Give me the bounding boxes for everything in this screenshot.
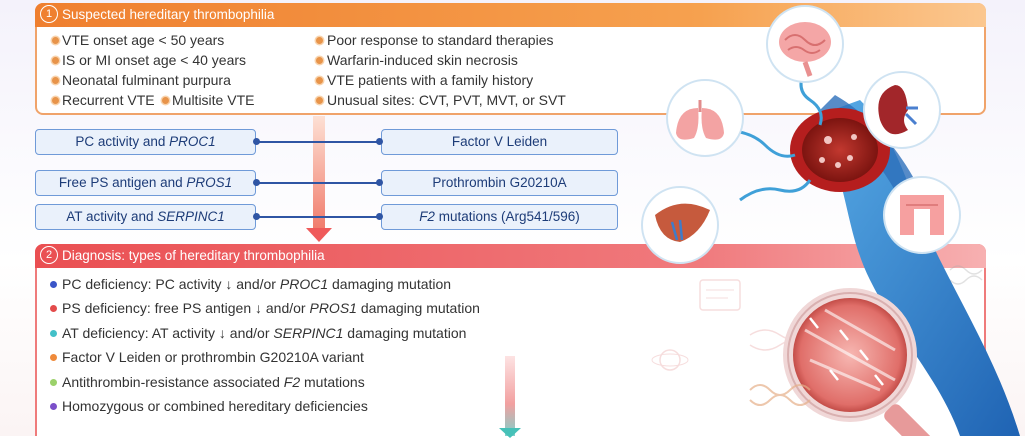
list-item: Recurrent VTE [62, 92, 155, 108]
organ-illustration [641, 5, 1020, 436]
test-pill-fvl: Factor V Leiden [381, 129, 618, 155]
magnifier-icon [783, 288, 936, 436]
list-item: VTE onset age < 50 years [62, 32, 225, 48]
kidney-icon [863, 71, 941, 149]
list-item: Neonatal fulminant purpura [62, 72, 231, 88]
connector-node [376, 138, 383, 145]
brain-icon [766, 5, 844, 83]
test-pill-f2: F2 mutations (Arg541/596) [381, 204, 618, 230]
connector-node [253, 138, 260, 145]
connector-node [376, 213, 383, 220]
pill-gene: PROS1 [186, 175, 233, 190]
connector-line [256, 182, 381, 184]
pill-text: AT activity and [66, 209, 158, 224]
list-item: Poor response to standard therapies [327, 32, 554, 48]
pill-text: mutations (Arg541/596) [434, 209, 580, 224]
bullet-dot [52, 97, 59, 104]
pill-text: Prothrombin G20210A [432, 175, 567, 190]
bullet-dot [50, 281, 57, 288]
test-pill-prothrombin: Prothrombin G20210A [381, 170, 618, 196]
list-item: IS or MI onset age < 40 years [62, 52, 247, 68]
diagnosis-item: Homozygous or combined hereditary defici… [62, 398, 368, 414]
pill-text: PC activity and [75, 134, 170, 149]
pill-gene: PROC1 [169, 134, 216, 149]
liver-icon [641, 186, 719, 264]
bullet-dot [316, 77, 323, 84]
bullet-dot [52, 77, 59, 84]
flow-arrow-2-shaft [505, 356, 515, 436]
bullet-dot [50, 379, 57, 386]
pill-text: Factor V Leiden [451, 134, 548, 149]
section2-header: 2 Diagnosis: types of hereditary thrombo… [35, 244, 986, 268]
list-item: Multisite VTE [172, 92, 255, 108]
pill-gene: F2 [419, 209, 435, 224]
lungs-icon [666, 79, 744, 157]
pill-text: Free PS antigen and [58, 175, 187, 190]
bullet-dot [50, 330, 57, 337]
test-pill-ps: Free PS antigen and PROS1 [35, 170, 256, 196]
connector-node [253, 179, 260, 186]
list-item: Warfarin-induced skin necrosis [327, 52, 518, 68]
flow-arrow-shaft [313, 116, 325, 232]
section1-title: Suspected hereditary thrombophilia [62, 7, 275, 22]
bullet-dot [162, 97, 169, 104]
bullet-dot [316, 97, 323, 104]
bullet-dot [316, 57, 323, 64]
bullet-dot [52, 37, 59, 44]
connector-node [253, 213, 260, 220]
pill-gene: SERPINC1 [157, 209, 225, 224]
list-item: Unusual sites: CVT, PVT, MVT, or SVT [327, 92, 566, 108]
connector-line [256, 141, 381, 143]
section1-number: 1 [40, 5, 58, 23]
intestine-icon [883, 176, 961, 254]
test-pill-pc: PC activity and PROC1 [35, 129, 256, 155]
section2-number: 2 [40, 246, 58, 264]
test-pill-at: AT activity and SERPINC1 [35, 204, 256, 230]
diagnosis-item: AT deficiency: AT activity ↓ and/or SERP… [62, 325, 467, 341]
bullet-dot [50, 354, 57, 361]
bullet-dot [52, 57, 59, 64]
diagnosis-item: PC deficiency: PC activity ↓ and/or PROC… [62, 276, 452, 292]
flow-arrow-head [306, 228, 332, 242]
list-item: VTE patients with a family history [327, 72, 534, 88]
bullet-dot [50, 305, 57, 312]
dna-icon [749, 384, 811, 406]
diagnosis-item: Factor V Leiden or prothrombin G20210A v… [62, 349, 364, 365]
diagnosis-item: Antithrombin-resistance associated F2 mu… [62, 374, 365, 390]
diagnosis-item: PS deficiency: free PS antigen ↓ and/or … [62, 300, 480, 316]
section2-title: Diagnosis: types of hereditary thromboph… [62, 248, 325, 263]
connector-node [376, 179, 383, 186]
flow-arrow-2-head [499, 428, 521, 438]
bullet-dot [316, 37, 323, 44]
bullet-dot [50, 403, 57, 410]
connector-line [256, 216, 381, 218]
